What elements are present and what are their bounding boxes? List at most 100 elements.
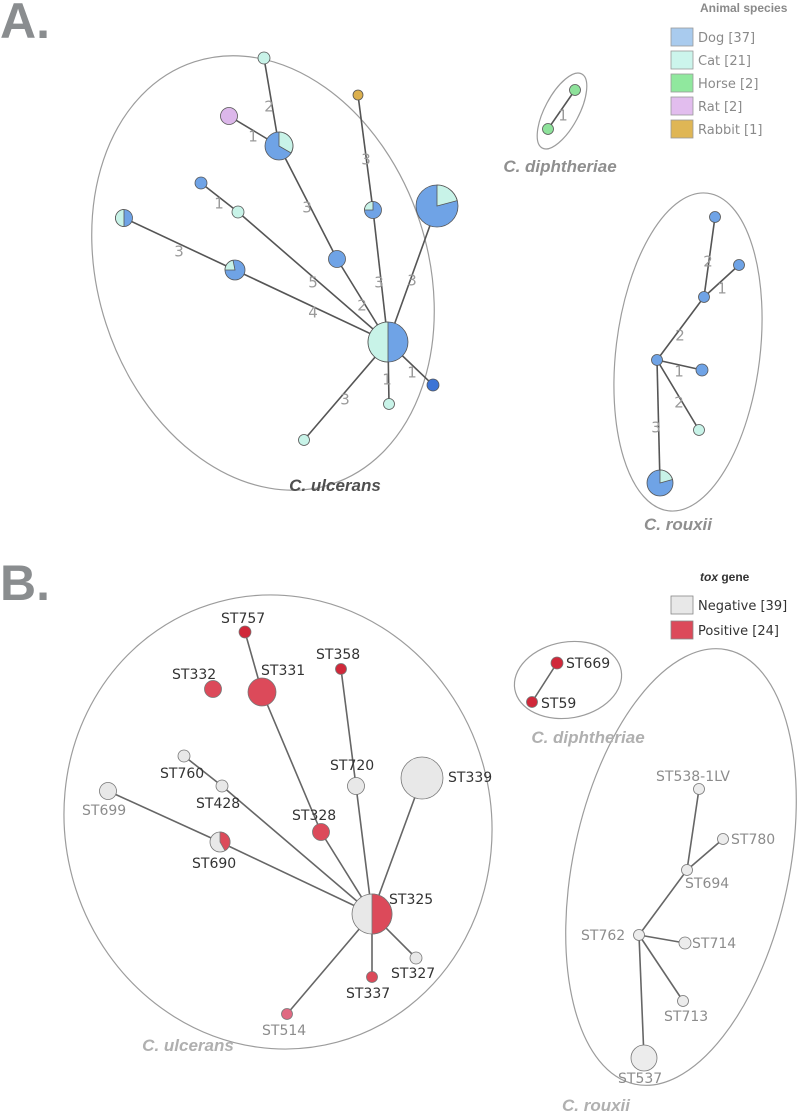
edge-label: 2 [674, 394, 684, 412]
node-dog-cat [224, 259, 246, 281]
node-st358 [335, 663, 347, 675]
st-label: ST337 [346, 986, 390, 1002]
legend-b: tox gene Negative [39] Positive [24] [670, 570, 787, 640]
node-dog [695, 363, 709, 377]
node-st694 [681, 864, 693, 876]
legend-swatch-cat [670, 50, 694, 70]
st-label: ST428 [196, 796, 240, 812]
edge-label: 2 [264, 98, 274, 116]
st-label: ST780 [731, 832, 775, 848]
node-dog-cat [646, 469, 674, 497]
legend-swatch-positive [670, 620, 694, 640]
legend-label: Rat [2] [698, 100, 742, 115]
node-st757 [238, 625, 252, 639]
node-dog-cat [115, 209, 133, 227]
st-label: ST325 [389, 892, 433, 908]
cluster-label-rouxii: C. rouxii [562, 1096, 631, 1115]
node-cat [383, 398, 395, 410]
legend-title-italic: tox [700, 570, 719, 584]
legend-label: Negative [39] [698, 599, 787, 614]
node-dog [709, 211, 721, 223]
node-st762 [633, 929, 645, 941]
legend-title-rest: gene [718, 570, 750, 584]
node-st537 [630, 1044, 658, 1072]
legend-label: Horse [2] [698, 77, 758, 92]
node-horse [542, 123, 554, 135]
node-dog-cat [415, 184, 459, 228]
legend-label: Cat [21] [698, 54, 751, 69]
node-cat [693, 424, 705, 436]
node-st327 [409, 951, 423, 965]
edge-label: 1 [407, 364, 417, 382]
node-st59 [526, 696, 538, 708]
node-rat [220, 107, 238, 125]
legend-title: Animal species [700, 1, 788, 15]
edge-label: 5 [308, 274, 318, 292]
node-dog [698, 291, 710, 303]
edge-label: 1 [558, 107, 568, 125]
st-label: ST59 [541, 696, 576, 712]
st-label: ST358 [316, 647, 360, 663]
hull-rouxii-b [565, 648, 797, 1086]
st-label: ST514 [262, 1023, 306, 1039]
legend-swatch-dog [670, 27, 694, 47]
node-dog [426, 378, 440, 392]
st-label: ST327 [391, 966, 435, 982]
legend-swatch-rabbit [670, 119, 694, 139]
edge-label: 3 [407, 272, 417, 290]
legend-swatch-negative [670, 595, 694, 615]
node-st538 [693, 783, 705, 795]
legend-label: Positive [24] [698, 624, 779, 639]
node-rabbit [352, 89, 364, 101]
st-label: ST538-1LV [656, 769, 730, 785]
hull-rouxii-a [613, 192, 763, 512]
edge-label: 2 [675, 327, 685, 345]
legend-label: Dog [37] [698, 31, 755, 46]
st-label: ST714 [692, 936, 736, 952]
legend-swatch-rat [670, 96, 694, 116]
edge-label: 1 [382, 371, 392, 389]
edge-label: 1 [248, 128, 258, 146]
node-cat [257, 51, 271, 65]
node-st699 [99, 782, 117, 800]
edges-b [107, 631, 724, 1059]
st-label: ST332 [172, 667, 216, 683]
node-dog [733, 259, 745, 271]
st-label: ST720 [330, 758, 374, 774]
hull-ulcerans-b [63, 594, 493, 1050]
legend-label: Rabbit [1] [698, 123, 762, 138]
panel-b-letter: B. [0, 555, 50, 611]
edge-labels-a: 2 1 3 3 1 3 5 3 3 2 4 1 1 3 1 2 1 2 1 2 … [174, 98, 727, 437]
cluster-label-rouxii: C. rouxii [644, 515, 713, 534]
node-st331 [247, 677, 277, 707]
edge-label: 3 [374, 274, 384, 292]
hull-diphtheriae-a [536, 72, 588, 150]
edge-label: 4 [308, 304, 318, 322]
node-st514 [281, 1008, 293, 1020]
node-dog [328, 250, 346, 268]
st-label: ST331 [261, 663, 305, 679]
edge-label: 3 [340, 391, 350, 409]
nodes-b [99, 625, 729, 1072]
node-st332 [204, 680, 222, 698]
st-label: ST757 [221, 611, 265, 627]
node-dog-cat-central [367, 321, 409, 363]
node-st339 [400, 756, 444, 800]
node-st713 [677, 995, 689, 1007]
node-st428 [215, 779, 229, 793]
node-st669 [550, 656, 564, 670]
st-label: ST713 [664, 1009, 708, 1025]
node-st780 [717, 833, 729, 845]
node-st690 [209, 831, 231, 853]
node-dog [651, 354, 663, 366]
legend-title: tox gene [700, 570, 750, 584]
edge-label: 2 [357, 297, 367, 315]
node-st714 [678, 936, 692, 950]
cluster-label-diphtheriae: C. diphtheriae [531, 728, 644, 747]
panel-a-letter: A. [0, 0, 50, 49]
hull-diphtheriae-b [513, 640, 623, 720]
edge-label: 3 [174, 243, 184, 261]
st-label: ST328 [292, 808, 336, 824]
legend-a: Animal species Dog [37] Cat [21] Horse [… [670, 1, 788, 139]
